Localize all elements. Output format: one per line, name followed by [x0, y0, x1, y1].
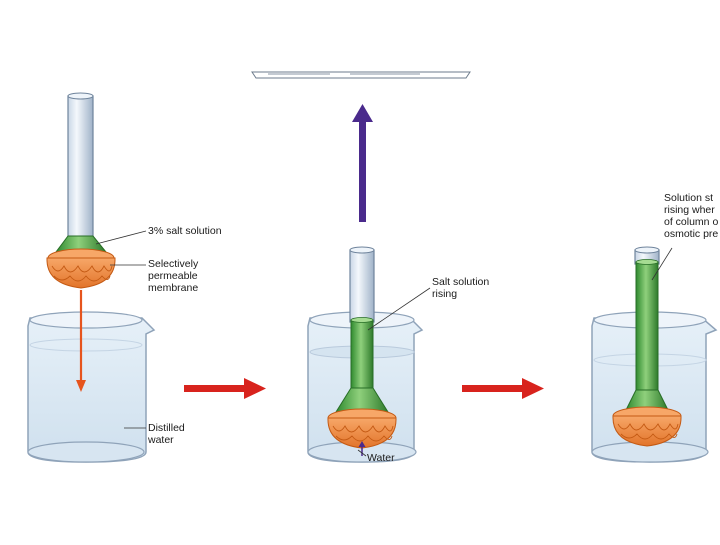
tube-1: [67, 95, 94, 239]
membrane-3: [612, 406, 682, 447]
distilled-water-label: Distilled water: [148, 422, 185, 446]
water-arrow: [358, 441, 366, 456]
membrane-label: Selectively permeable membrane: [148, 258, 199, 294]
salt-rising-label: Salt solution rising: [432, 276, 490, 300]
process-arrow-2: [462, 378, 544, 399]
setup-3: [591, 246, 718, 463]
salt-column-3: [635, 261, 659, 393]
membrane-1: [46, 248, 116, 289]
downward-arrow-1: [76, 290, 86, 392]
upward-arrow: [352, 104, 373, 222]
tube-2: [349, 249, 375, 323]
beaker-1: [27, 311, 156, 463]
setup-2: [307, 104, 431, 463]
process-arrow-1: [184, 378, 266, 399]
membrane-2: [327, 408, 397, 449]
water-label: Water: [367, 452, 395, 464]
salt-column-2: [350, 319, 374, 391]
setup-1: [27, 92, 156, 463]
stops-rising-label: Solution st rising wher of column o osmo…: [664, 192, 719, 240]
salt-solution-label: 3% salt solution: [148, 225, 222, 237]
top-scale: [251, 71, 471, 79]
